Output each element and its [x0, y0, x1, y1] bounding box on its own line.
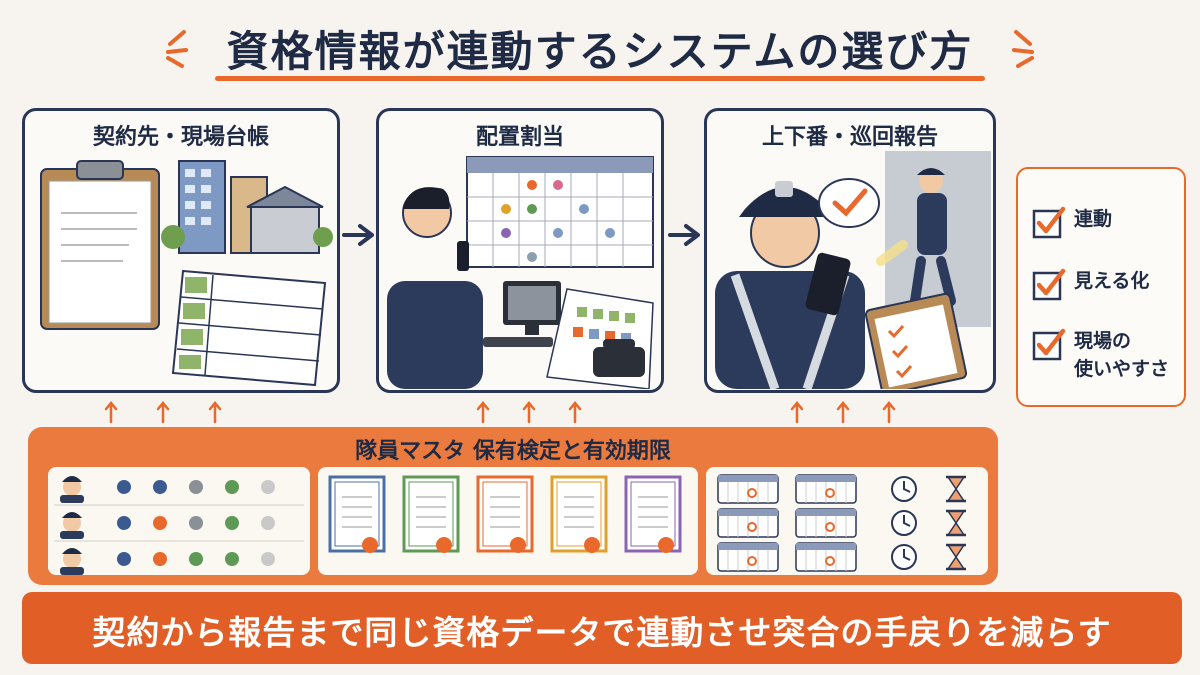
- up-arrow-icon: [522, 401, 536, 424]
- computer-monitor-icon: [483, 281, 561, 347]
- clock-icon: [891, 510, 917, 536]
- certificate-icon: [624, 475, 682, 553]
- up-arrow-icon: [836, 401, 850, 424]
- flow-arrow-icon: [668, 224, 700, 246]
- certificate-icon: [402, 475, 460, 553]
- up-arrow-icon: [882, 401, 896, 424]
- site-ledger-sheet-icon: [171, 269, 327, 387]
- status-dot-icon: [117, 480, 131, 494]
- checkbox-checked-icon: [1032, 206, 1066, 239]
- clock-icon: [891, 476, 917, 502]
- status-dot-icon: [225, 516, 239, 530]
- up-arrow-icon: [476, 401, 490, 424]
- check-label: 現場の 使いやすさ: [1074, 330, 1170, 380]
- calendar-icon: [795, 474, 857, 504]
- expiry-grid: [717, 474, 966, 572]
- footer-text: 契約から報告まで同じ資格データで連動させ突合の手戻りを減らす: [92, 613, 1112, 652]
- guard-avatar-icon: [60, 512, 84, 539]
- phone-icon: [593, 339, 645, 377]
- status-dot-icon: [225, 552, 239, 566]
- status-dot-icon: [189, 552, 203, 566]
- expiry-subpanel: [706, 467, 988, 575]
- calendar-icon: [795, 542, 857, 572]
- status-dot-icon: [189, 516, 203, 530]
- certificate-icon: [550, 475, 608, 553]
- status-dot-icon: [225, 480, 239, 494]
- title-underline: [215, 76, 985, 81]
- checkbox-checked-icon: [1032, 328, 1066, 361]
- guard-avatar-icon: [60, 476, 84, 503]
- report-clipboard-icon: [864, 292, 968, 389]
- footer-banner: 契約から報告まで同じ資格データで連動させ突合の手戻りを減らす: [22, 592, 1182, 664]
- calendar-icon: [717, 508, 779, 538]
- up-arrow-icon: [104, 401, 118, 424]
- panel-title: 配置割当: [475, 125, 564, 150]
- status-dot-icon: [261, 480, 275, 494]
- status-dot-icon: [153, 552, 167, 566]
- selection-criteria-box: 連動 見える化 現場の 使いやすさ: [1016, 167, 1186, 407]
- check-item-usability: 現場の 使いやすさ: [1032, 327, 1169, 383]
- clipboard-icon: [40, 160, 160, 330]
- guard-rows: [54, 476, 304, 575]
- master-title: 隊員マスタ 保有検定と有効期限: [355, 439, 671, 464]
- check-item-visualization: 見える化: [1032, 267, 1149, 301]
- guard-row: [60, 548, 275, 575]
- calendar-icon: [717, 474, 779, 504]
- up-arrow-icon: [568, 401, 582, 424]
- dispatcher-person-icon: [387, 187, 483, 389]
- spark-right-icon: [1012, 30, 1034, 68]
- guard-row: [54, 512, 304, 542]
- clock-icon: [891, 544, 917, 570]
- hourglass-icon: [946, 543, 966, 571]
- check-label: 見える化: [1074, 270, 1150, 292]
- guard-master-section: 隊員マスタ 保有検定と有効期限: [28, 427, 998, 585]
- calendar-icon: [795, 508, 857, 538]
- certificate-icon: [328, 475, 386, 553]
- up-arrow-icon: [156, 401, 170, 424]
- shift-patrol-report-panel: 上下番・巡回報告: [704, 108, 996, 393]
- status-dot-icon: [261, 552, 275, 566]
- patrol-guard-icon: [876, 168, 956, 306]
- page-title: 資格情報が連動するシステムの選び方: [226, 27, 974, 76]
- guard-avatar-icon: [60, 548, 84, 575]
- hourglass-icon: [946, 475, 966, 503]
- flow-arrow-icon: [342, 224, 374, 246]
- up-arrow-icon: [790, 401, 804, 424]
- spark-left-icon: [166, 30, 188, 68]
- panel-title: 上下番・巡回報告: [761, 125, 938, 150]
- certificate-subpanel: [318, 467, 698, 575]
- certificate-row: [328, 475, 682, 553]
- check-bubble-icon: [818, 178, 880, 228]
- schedule-calendar-icon: [466, 156, 654, 268]
- status-dot-icon: [153, 480, 167, 494]
- panel-title: 契約先・現場台帳: [92, 125, 269, 150]
- assignment-panel: 配置割当: [376, 108, 664, 393]
- calendar-icon: [717, 542, 779, 572]
- office-buildings-icon: [161, 160, 333, 254]
- guard-row: [54, 476, 304, 506]
- certificate-icon: [476, 475, 534, 553]
- check-label: 連動: [1074, 208, 1113, 230]
- radio-icon: [457, 241, 469, 271]
- checkbox-checked-icon: [1032, 268, 1066, 301]
- status-dot-icon: [117, 516, 131, 530]
- status-dot-icon: [117, 552, 131, 566]
- guard-smartphone-icon: [715, 181, 865, 389]
- up-arrow-icon: [208, 401, 222, 424]
- status-dot-icon: [261, 516, 275, 530]
- guard-list-subpanel: [48, 467, 310, 575]
- check-item-linkage: 連動: [1032, 205, 1112, 239]
- hourglass-icon: [946, 509, 966, 537]
- contract-site-ledger-panel: 契約先・現場台帳: [22, 108, 340, 393]
- status-dot-icon: [189, 480, 203, 494]
- status-dot-icon: [153, 516, 167, 530]
